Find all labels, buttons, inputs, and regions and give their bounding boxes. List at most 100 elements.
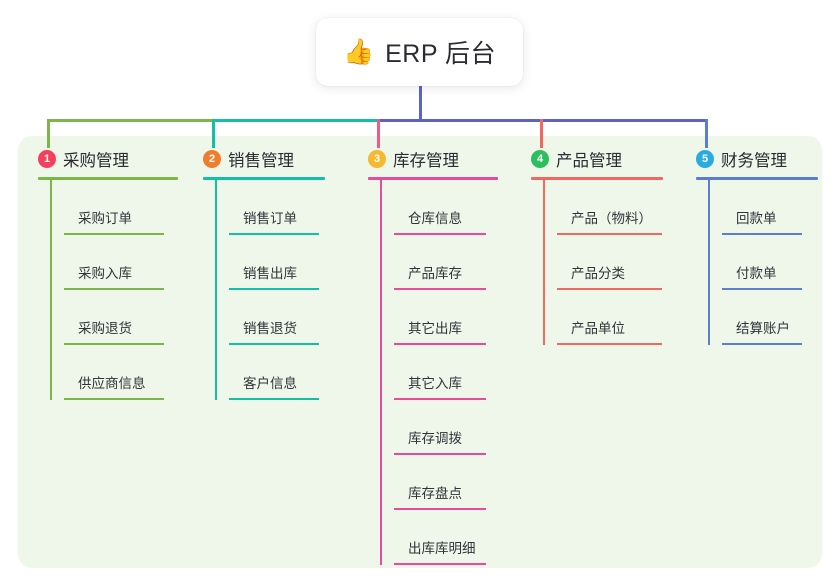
branch-item[interactable]: 出库库明细: [394, 510, 498, 565]
branch-underline: [696, 177, 818, 180]
branch-item-label: 其它入库: [408, 376, 462, 391]
branch-column-4: 4 产品管理产品（物料） 产品分类产品单位: [531, 146, 663, 345]
branch-item[interactable]: 销售订单: [229, 180, 325, 235]
branch-title: 产品管理: [556, 152, 622, 170]
branch-items: 采购订单采购入库采购退货供应商信息: [50, 180, 178, 400]
branch-spine: [215, 180, 217, 400]
branch-number-badge: 2: [203, 150, 221, 168]
branch-item-rule: [229, 343, 319, 345]
branch-number-badge: 3: [368, 150, 386, 168]
branch-item[interactable]: 采购退货: [64, 290, 178, 345]
branch-item-rule: [394, 233, 486, 235]
root-title: ERP 后台: [385, 40, 497, 68]
branch-item-label: 供应商信息: [78, 376, 146, 391]
branch-spine: [708, 180, 710, 345]
branches-panel: [18, 136, 822, 568]
branch-item-label: 产品库存: [408, 266, 462, 281]
branch-header-1[interactable]: 1 采购管理: [38, 146, 178, 172]
branch-items: 仓库信息产品库存其它出库其它入库库存调拨库存盘点出库库明细: [380, 180, 498, 565]
branch-item[interactable]: 销售出库: [229, 235, 325, 290]
branch-item-label: 产品单位: [571, 321, 625, 336]
branch-item[interactable]: 采购入库: [64, 235, 178, 290]
branch-item-label: 产品分类: [571, 266, 625, 281]
branch-drop-4: [540, 119, 543, 148]
branch-item[interactable]: 库存调拨: [394, 400, 498, 455]
branch-spine: [380, 180, 382, 565]
thumbs-up-icon: 👍: [342, 37, 375, 66]
branch-item-rule: [557, 233, 662, 235]
branch-column-1: 1 采购管理采购订单采购入库采购退货供应商信息: [38, 146, 178, 400]
branch-title: 销售管理: [228, 152, 294, 170]
branch-item-label: 采购退货: [78, 321, 132, 336]
branch-item[interactable]: 产品分类: [557, 235, 663, 290]
branch-number-badge: 1: [38, 150, 56, 168]
branch-item-rule: [64, 398, 164, 400]
branch-title: 库存管理: [393, 152, 459, 170]
bus-segment-left: [47, 119, 212, 122]
branch-item[interactable]: 结算账户: [722, 290, 818, 345]
branch-items: 回款单付款单结算账户: [708, 180, 818, 345]
branch-item-label: 采购订单: [78, 211, 132, 226]
branch-title: 采购管理: [63, 152, 129, 170]
branch-item[interactable]: 销售退货: [229, 290, 325, 345]
branch-item[interactable]: 客户信息: [229, 345, 325, 400]
branch-item-rule: [229, 233, 319, 235]
branch-underline: [368, 177, 498, 180]
branch-underline: [203, 177, 325, 180]
branch-item-label: 客户信息: [243, 376, 297, 391]
branch-item[interactable]: 产品库存: [394, 235, 498, 290]
branch-number-badge: 4: [531, 150, 549, 168]
branch-underline: [38, 177, 178, 180]
branch-item-label: 库存调拨: [408, 431, 462, 446]
branch-item-label: 回款单: [736, 211, 777, 226]
branch-item-rule: [722, 233, 802, 235]
branch-item-rule: [394, 563, 486, 565]
branch-items: 销售订单销售出库销售退货客户信息: [215, 180, 325, 400]
branch-item-rule: [64, 288, 164, 290]
branch-title: 财务管理: [721, 152, 787, 170]
branch-item-label: 产品（物料）: [571, 211, 652, 226]
bus-segment-mid: [212, 119, 377, 122]
branch-column-2: 2 销售管理销售订单销售出库销售退货客户信息: [203, 146, 325, 400]
branch-header-4[interactable]: 4 产品管理: [531, 146, 663, 172]
branch-item-label: 采购入库: [78, 266, 132, 281]
root-node[interactable]: 👍 ERP 后台: [316, 18, 523, 86]
branch-item[interactable]: 供应商信息: [64, 345, 178, 400]
branch-item[interactable]: 其它出库: [394, 290, 498, 345]
branch-spine: [50, 180, 52, 400]
branch-item-label: 结算账户: [736, 321, 790, 336]
branch-item-rule: [64, 233, 164, 235]
branch-drop-1: [47, 119, 50, 148]
branch-item[interactable]: 付款单: [722, 235, 818, 290]
branch-item-label: 其它出库: [408, 321, 462, 336]
branch-item-rule: [394, 453, 486, 455]
branch-items: 产品（物料） 产品分类产品单位: [543, 180, 663, 345]
branch-item-rule: [557, 288, 662, 290]
branch-item-rule: [722, 343, 802, 345]
branch-item-rule: [229, 398, 319, 400]
branch-item[interactable]: 回款单: [722, 180, 818, 235]
branch-column-3: 3 库存管理仓库信息产品库存其它出库其它入库库存调拨库存盘点出库库明细: [368, 146, 498, 565]
branch-item-label: 销售订单: [243, 211, 297, 226]
branch-item-rule: [394, 288, 486, 290]
branch-item[interactable]: 产品单位: [557, 290, 663, 345]
branch-item-rule: [394, 508, 486, 510]
branch-drop-5: [705, 119, 708, 148]
branch-underline: [531, 177, 663, 180]
branch-item[interactable]: 库存盘点: [394, 455, 498, 510]
branch-item[interactable]: 其它入库: [394, 345, 498, 400]
branch-header-3[interactable]: 3 库存管理: [368, 146, 498, 172]
branch-item-label: 库存盘点: [408, 486, 462, 501]
branch-item[interactable]: 产品（物料）: [557, 180, 663, 235]
branch-drop-3: [377, 119, 380, 148]
branch-item-rule: [394, 343, 486, 345]
branch-item-label: 仓库信息: [408, 211, 462, 226]
branch-header-2[interactable]: 2 销售管理: [203, 146, 325, 172]
branch-item[interactable]: 仓库信息: [394, 180, 498, 235]
branch-item-label: 销售出库: [243, 266, 297, 281]
branch-item-rule: [64, 343, 164, 345]
branch-item[interactable]: 采购订单: [64, 180, 178, 235]
